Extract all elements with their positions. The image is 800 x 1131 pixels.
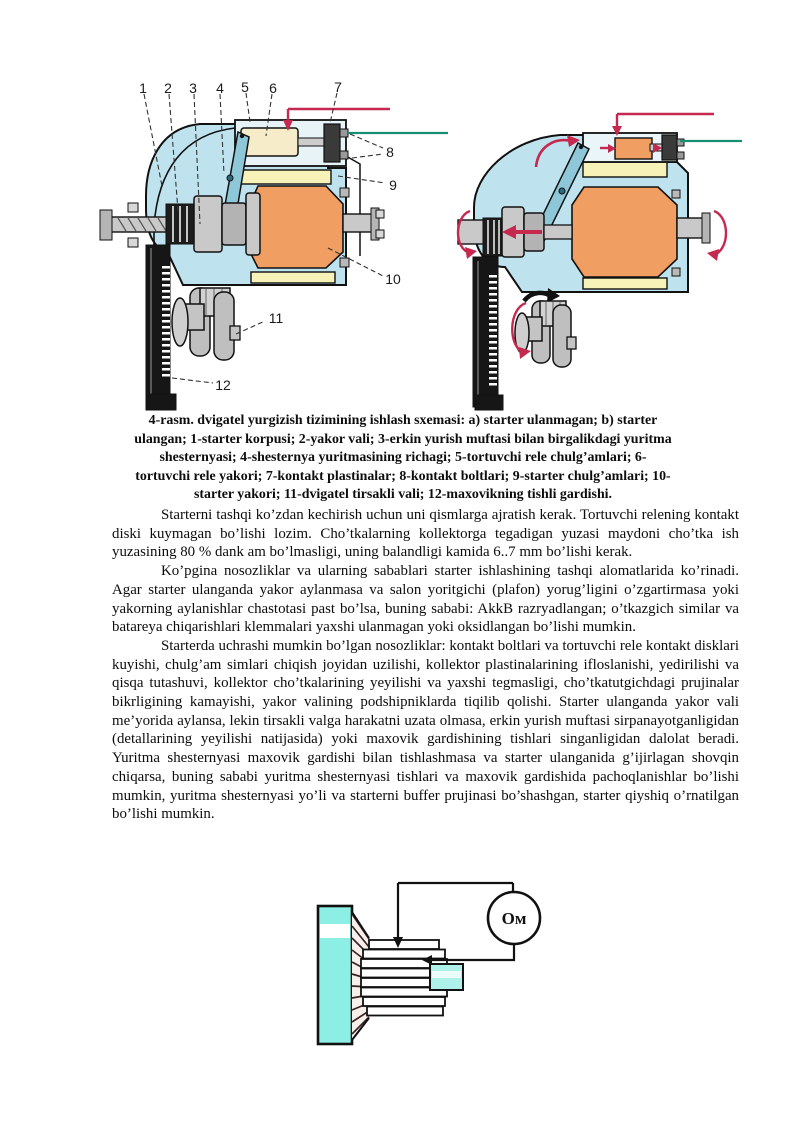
solenoid-assembly bbox=[582, 132, 685, 163]
body-text: Starterni tashqi ko’zdan kechirish uchun… bbox=[112, 506, 739, 824]
core-highlight bbox=[320, 924, 350, 938]
motion-arrows-red bbox=[456, 209, 728, 261]
contact-bolt bbox=[676, 138, 685, 147]
housing-bolt bbox=[671, 267, 681, 277]
figure-a-starter-disengaged: 1 2 3 4 5 6 7 8 9 10 11 12 bbox=[99, 79, 448, 411]
shaft-end-cap bbox=[99, 209, 113, 241]
red-arrowhead bbox=[653, 143, 662, 153]
red-arrowhead bbox=[612, 126, 622, 136]
rear-bearing bbox=[701, 212, 711, 244]
shaft-nut bbox=[127, 237, 139, 248]
battery-wire-red bbox=[283, 107, 390, 131]
probe-arrowhead bbox=[393, 937, 403, 948]
pinion-shift-arrow bbox=[502, 225, 516, 239]
shaft-rotation-arrow bbox=[713, 209, 728, 257]
red-arrowhead bbox=[567, 135, 580, 147]
lever-pin bbox=[239, 133, 245, 139]
contact-plate bbox=[661, 134, 678, 161]
callout-7: 7 bbox=[334, 79, 342, 95]
solenoid-plunger-rod bbox=[297, 137, 325, 147]
flywheel-ring-gear bbox=[145, 244, 177, 411]
paragraph-inspection: Starterni tashqi ko’zdan kechirish uchun… bbox=[112, 507, 739, 561]
shaft-rear-stub bbox=[676, 217, 706, 239]
red-arrowhead bbox=[283, 120, 293, 131]
callout-1: 1 bbox=[139, 80, 147, 96]
contact-bolt bbox=[676, 151, 685, 160]
starter-armature bbox=[249, 185, 344, 269]
figure-caption: 4-rasm. dvigatel yurgizish tizimining is… bbox=[62, 412, 744, 505]
armature-shaft bbox=[543, 224, 573, 240]
paragraph-symptoms: Ko’pgina nosozliklar va ularning sababla… bbox=[112, 563, 739, 636]
lever-pin bbox=[578, 144, 584, 150]
lever-pivot bbox=[558, 187, 566, 195]
shaft-and-clutch bbox=[99, 192, 385, 256]
crankshaft bbox=[511, 288, 577, 368]
caption-line: ulangan; 1-starter korpusi; 2-yakor vali… bbox=[134, 431, 672, 447]
caption-line: 4-rasm. dvigatel yurgizish tizimining is… bbox=[148, 413, 658, 428]
paragraph-faults: Starterda uchrashi mumkin bo’lgan nosozl… bbox=[112, 637, 739, 823]
callout-5: 5 bbox=[241, 79, 249, 95]
rear-bearing bbox=[370, 207, 380, 241]
callout-12: 12 bbox=[215, 377, 231, 393]
housing-bolt bbox=[339, 187, 350, 198]
ohmmeter-label: Ом bbox=[502, 909, 527, 928]
callout-leaders bbox=[143, 92, 386, 384]
callout-4: 4 bbox=[216, 80, 224, 96]
callout-10: 10 bbox=[385, 271, 401, 287]
housing-bolt bbox=[339, 257, 350, 268]
lever-pivot bbox=[226, 174, 234, 182]
caption-line: tortuvchi rele yakori; 7-kontakt plastin… bbox=[135, 468, 671, 484]
probe-arrowhead bbox=[422, 955, 432, 965]
callout-6: 6 bbox=[269, 80, 277, 96]
lever-motion-arrow bbox=[534, 138, 573, 168]
shaft-nut bbox=[127, 202, 139, 213]
starter-field-windings bbox=[240, 169, 336, 284]
callout-11: 11 bbox=[269, 310, 284, 326]
callout-2: 2 bbox=[164, 80, 172, 96]
ohmmeter-test-leads bbox=[393, 881, 516, 965]
battery-wire-red bbox=[612, 112, 714, 136]
commutator-bars bbox=[360, 939, 448, 1017]
caption-line: starter yakori; 11-dvigatel tirsakli val… bbox=[193, 487, 612, 503]
solenoid-plunger bbox=[614, 137, 653, 160]
caption-line: shesternyasi; 4-shesternya yuritmasining… bbox=[159, 450, 647, 466]
flywheel-ring-gear bbox=[472, 256, 504, 411]
starter-field-windings bbox=[582, 161, 668, 290]
crankshaft bbox=[171, 287, 241, 361]
overrunning-clutch bbox=[193, 195, 223, 253]
armature-core bbox=[316, 904, 354, 1046]
shaft-front-stub bbox=[457, 219, 487, 245]
solenoid-winding bbox=[240, 127, 299, 157]
housing-bolt bbox=[671, 189, 681, 199]
figure-b-starter-engaged bbox=[456, 112, 742, 411]
figure-armature-ohmmeter-test: Ом bbox=[316, 881, 542, 1046]
contact-plate bbox=[323, 123, 341, 163]
field-lead-wire bbox=[345, 155, 361, 256]
callout-3: 3 bbox=[189, 80, 197, 96]
red-arrowhead bbox=[608, 144, 616, 153]
contact-bolt bbox=[339, 150, 349, 160]
armature-shaft-stub bbox=[429, 963, 464, 991]
shaft-thread bbox=[117, 217, 167, 232]
callout-9: 9 bbox=[389, 177, 397, 193]
contact-bolt bbox=[339, 128, 349, 138]
starter-armature bbox=[571, 186, 678, 278]
callout-numbers: 1 2 3 4 5 6 7 8 9 10 11 12 bbox=[139, 79, 401, 393]
ohmmeter-dial: Ом bbox=[486, 890, 542, 946]
shaft-rear-stub bbox=[342, 213, 374, 233]
callout-8: 8 bbox=[386, 144, 394, 160]
solenoid-assembly bbox=[234, 119, 349, 167]
